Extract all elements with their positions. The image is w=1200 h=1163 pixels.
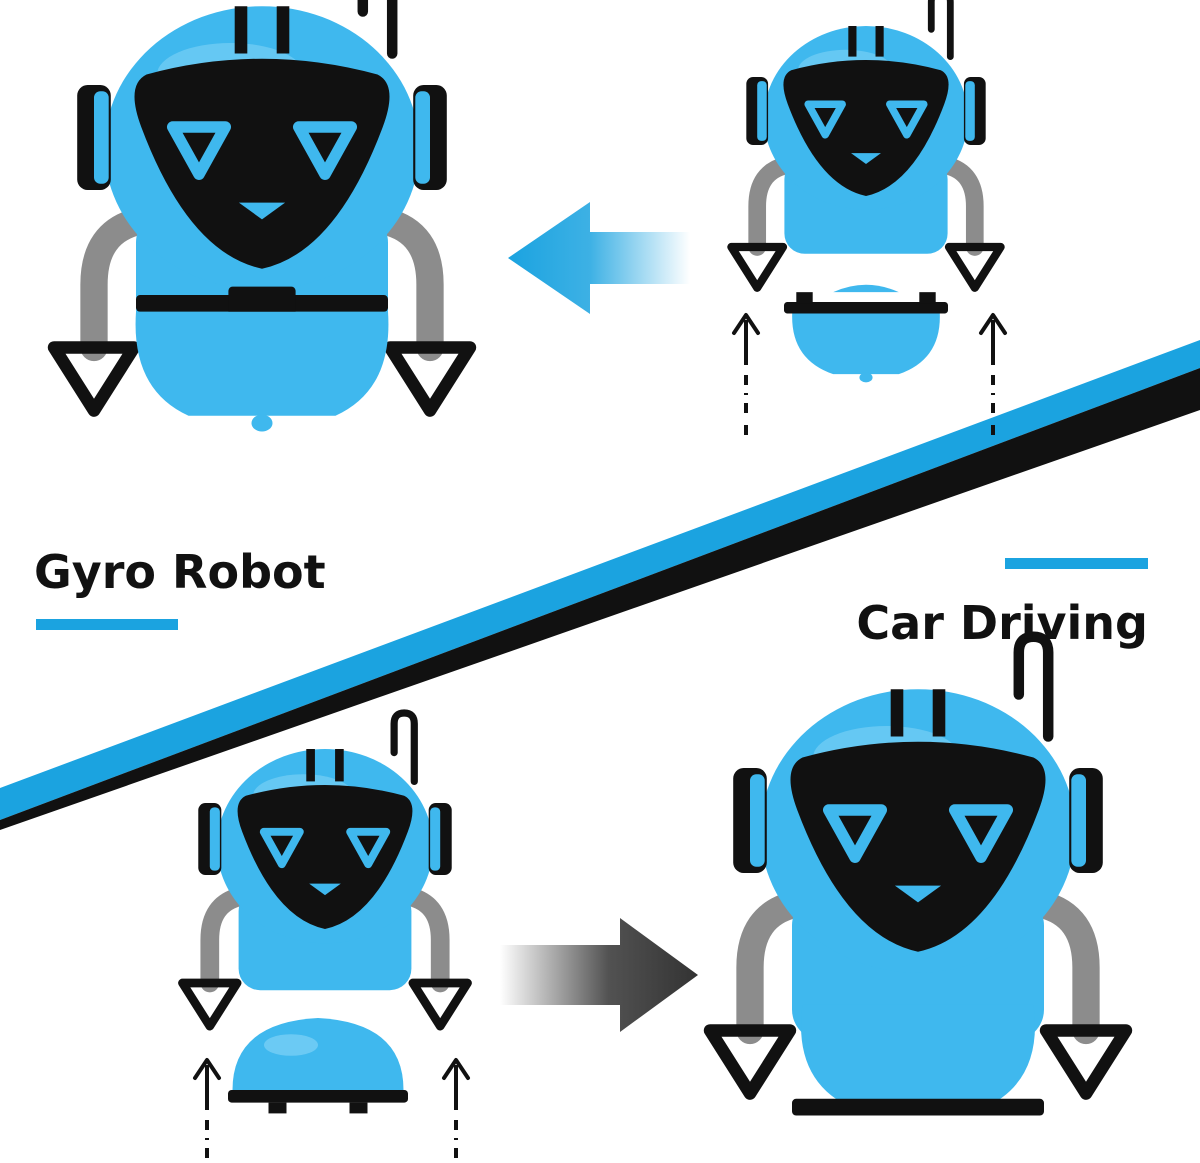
arrow-up-dashed-icon (732, 313, 760, 442)
arrow-left-icon (508, 202, 690, 314)
arrow-right-icon (500, 918, 698, 1032)
car-caption-underline (1005, 558, 1148, 569)
car-dome-part (228, 1018, 408, 1114)
robot-gyro-assembled (54, 0, 470, 432)
arrow-up-dashed-icon (193, 1058, 221, 1163)
gyro-caption-underline (36, 619, 178, 630)
robot-car-parts (182, 713, 467, 1026)
arrow-up-dashed-icon (442, 1058, 470, 1163)
robot-gyro-parts (731, 0, 1000, 288)
gyro-base-part (784, 284, 948, 383)
gyro-robot-caption: Gyro Robot (34, 545, 326, 599)
robot-car-assembled (710, 637, 1126, 1116)
diagonal-divider (0, 340, 1200, 830)
car-driving-caption: Car Driving (856, 596, 1148, 650)
